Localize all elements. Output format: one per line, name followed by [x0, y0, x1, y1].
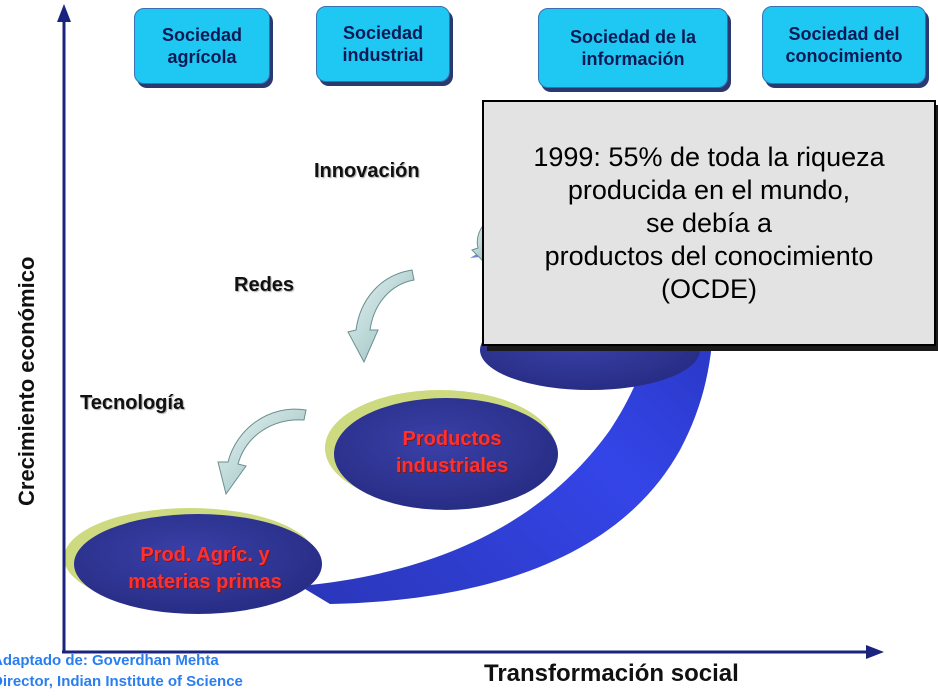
ellipse-industrial — [334, 398, 558, 510]
y-axis-label: Crecimiento económico — [14, 256, 39, 506]
society-box-industrial: Sociedad industrial — [316, 6, 450, 82]
society-box-agricola: Sociedad agrícola — [134, 8, 270, 84]
source-attribution: Adaptado de: Goverdhan Mehta Director, I… — [0, 652, 243, 690]
stage-label-redes: Redes — [234, 274, 295, 296]
x-axis-arrowhead — [866, 645, 884, 659]
curved-arrow-icon — [217, 408, 307, 496]
stage-label-innovacion: Innovación — [314, 160, 420, 182]
growth-swoosh — [300, 200, 715, 604]
x-axis-label: Transformación social — [484, 660, 739, 687]
society-box-informacion: Sociedad de la información — [538, 8, 728, 88]
ellipse-agric — [74, 514, 322, 614]
society-box-conocimiento: Sociedad del conocimiento — [762, 6, 926, 84]
curved-arrow-icon — [347, 269, 415, 364]
callout-box: 1999: 55% de toda la riqueza producida e… — [482, 100, 936, 346]
y-axis-arrowhead — [57, 4, 71, 22]
stage-label-tecnologia: Tecnología — [80, 392, 185, 414]
ellipse-label-productos-industriales: Productos industriales — [395, 428, 509, 477]
ellipse-label-prod-agric: Prod. Agríc. y materias primas — [128, 544, 282, 593]
